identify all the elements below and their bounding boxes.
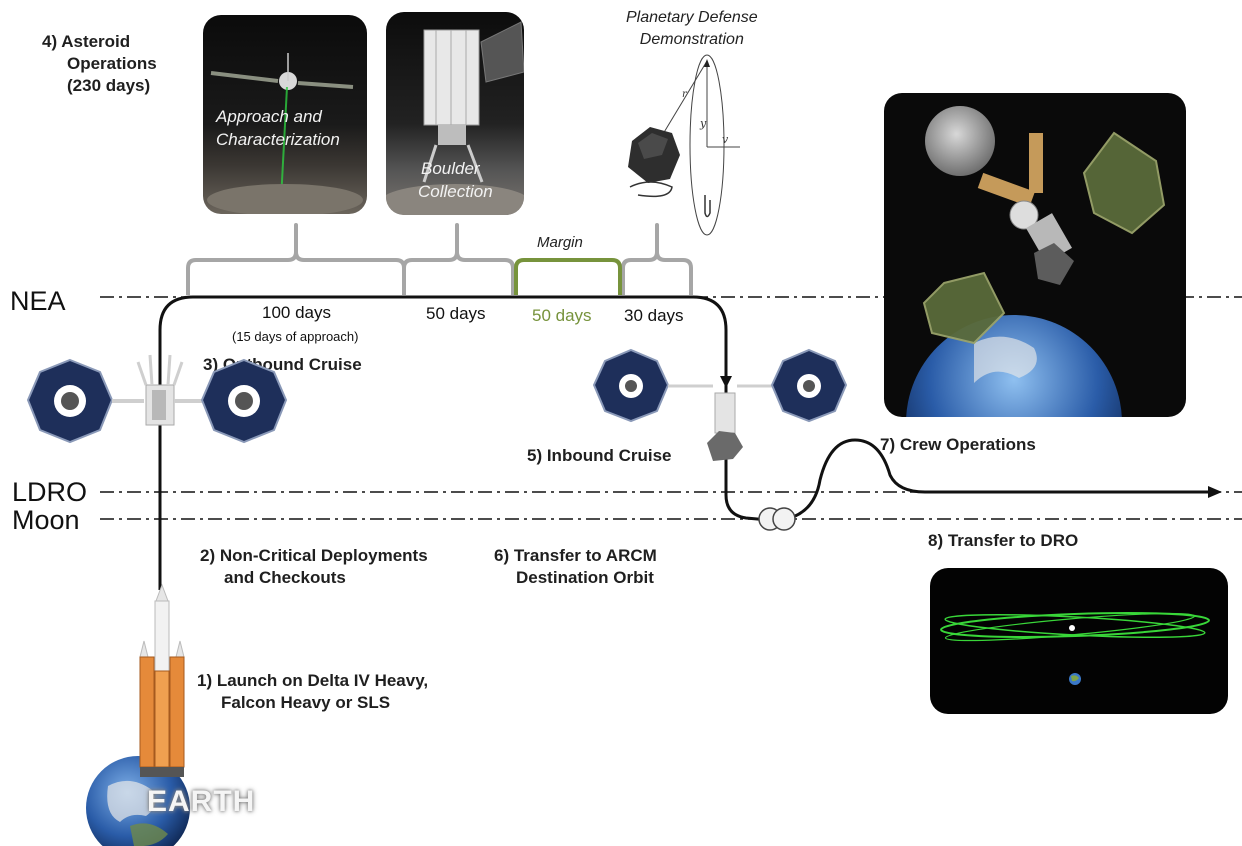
bracket-planetary-defense [621, 223, 693, 295]
phase-boulder-days: 50 days [426, 304, 486, 323]
step-5-label: 5) Inbound Cruise [527, 446, 672, 465]
step-1-line2: Falcon Heavy or SLS [221, 693, 391, 712]
earth-label: EARTH [147, 785, 256, 818]
boulder-caption-line1: Boulder [421, 159, 480, 178]
trajectory-arrowhead [1208, 486, 1222, 498]
step-7-label: 7) Crew Operations [880, 435, 1036, 454]
pd-caption-line2: Demonstration [639, 31, 744, 48]
ldro-level-label: LDRO [12, 477, 88, 507]
moon-flyby-icon [758, 507, 796, 531]
step-1-line1: 1) Launch on Delta IV Heavy, [197, 671, 429, 690]
approach-caption-line2: Characterization [216, 130, 340, 149]
phase-approach-note: (15 days of approach) [232, 329, 359, 344]
boulder-caption-line2: Collection [418, 182, 493, 201]
approach-characterization-image: Approach and Characterization [203, 15, 367, 214]
spacecraft-outbound [26, 354, 288, 444]
solar-array-left [26, 358, 114, 444]
step-2-line1: 2) Non-Critical Deployments [200, 546, 428, 565]
step-2-label: 2) Non-Critical Deployments and Checkout… [200, 545, 428, 589]
step-2-line2: and Checkouts [224, 568, 346, 587]
bracket-approach [186, 223, 406, 295]
inbound-array-left [592, 348, 670, 423]
earth-globe [86, 756, 190, 846]
inbound-array-right [770, 348, 848, 423]
step-4-line1: 4) Asteroid [42, 32, 131, 51]
planetary-defense-caption: Planetary Defense Demonstration [626, 7, 758, 51]
dro-orbit-image [930, 568, 1228, 714]
nea-level-label: NEA [10, 286, 66, 316]
spacecraft-inbound [592, 348, 848, 461]
phase-brackets [186, 223, 693, 295]
phase-pd-days: 30 days [624, 306, 684, 325]
step-4-line2: Operations [67, 54, 157, 73]
step-6-label: 6) Transfer to ARCM Destination Orbit [494, 545, 657, 589]
step-4-label: 4) Asteroid Operations (230 days) [42, 31, 157, 97]
approach-caption: Approach and Characterization [216, 105, 340, 151]
solar-array-right [200, 358, 288, 444]
planetary-defense-figure: r y v [628, 54, 740, 236]
step-8-label: 8) Transfer to DRO [928, 531, 1079, 550]
crew-operations-image [884, 93, 1186, 417]
bracket-boulder [402, 223, 515, 295]
pd-caption-line1: Planetary Defense [626, 9, 758, 26]
moon-level-label: Moon [12, 505, 80, 535]
approach-caption-line1: Approach and [216, 107, 322, 126]
boulder-collection-image: Boulder Collection [386, 12, 524, 215]
phase-margin-days: 50 days [532, 306, 592, 325]
svg-text:r: r [682, 89, 688, 100]
launch-vehicle [139, 583, 185, 777]
bracket-margin [514, 258, 622, 295]
step-6-line2: Destination Orbit [516, 568, 654, 587]
inbound-arrowhead [720, 376, 732, 388]
svg-text:y: y [699, 117, 707, 130]
margin-label: Margin [537, 234, 583, 251]
phase-approach-days: 100 days [262, 303, 331, 322]
svg-text:v: v [722, 133, 729, 146]
step-4-line3: (230 days) [67, 76, 151, 95]
boulder-caption: Boulder Collection [418, 157, 493, 203]
step-1-label: 1) Launch on Delta IV Heavy, Falcon Heav… [197, 670, 428, 714]
step-6-line1: 6) Transfer to ARCM [494, 546, 657, 565]
mission-trajectory [158, 295, 1210, 590]
